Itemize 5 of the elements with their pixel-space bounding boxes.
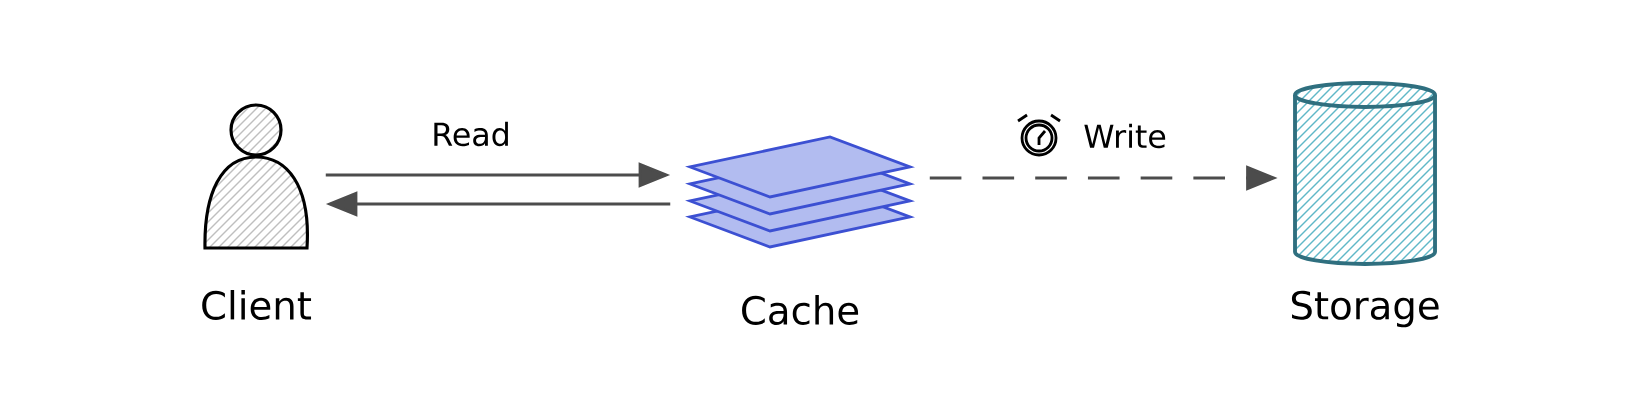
node-label: Storage [1291,290,1439,328]
node-label: Client [202,290,312,320]
edge-label: Read [427,118,515,150]
node-label: Cache [742,295,859,325]
edge-label: Write [1079,120,1171,152]
